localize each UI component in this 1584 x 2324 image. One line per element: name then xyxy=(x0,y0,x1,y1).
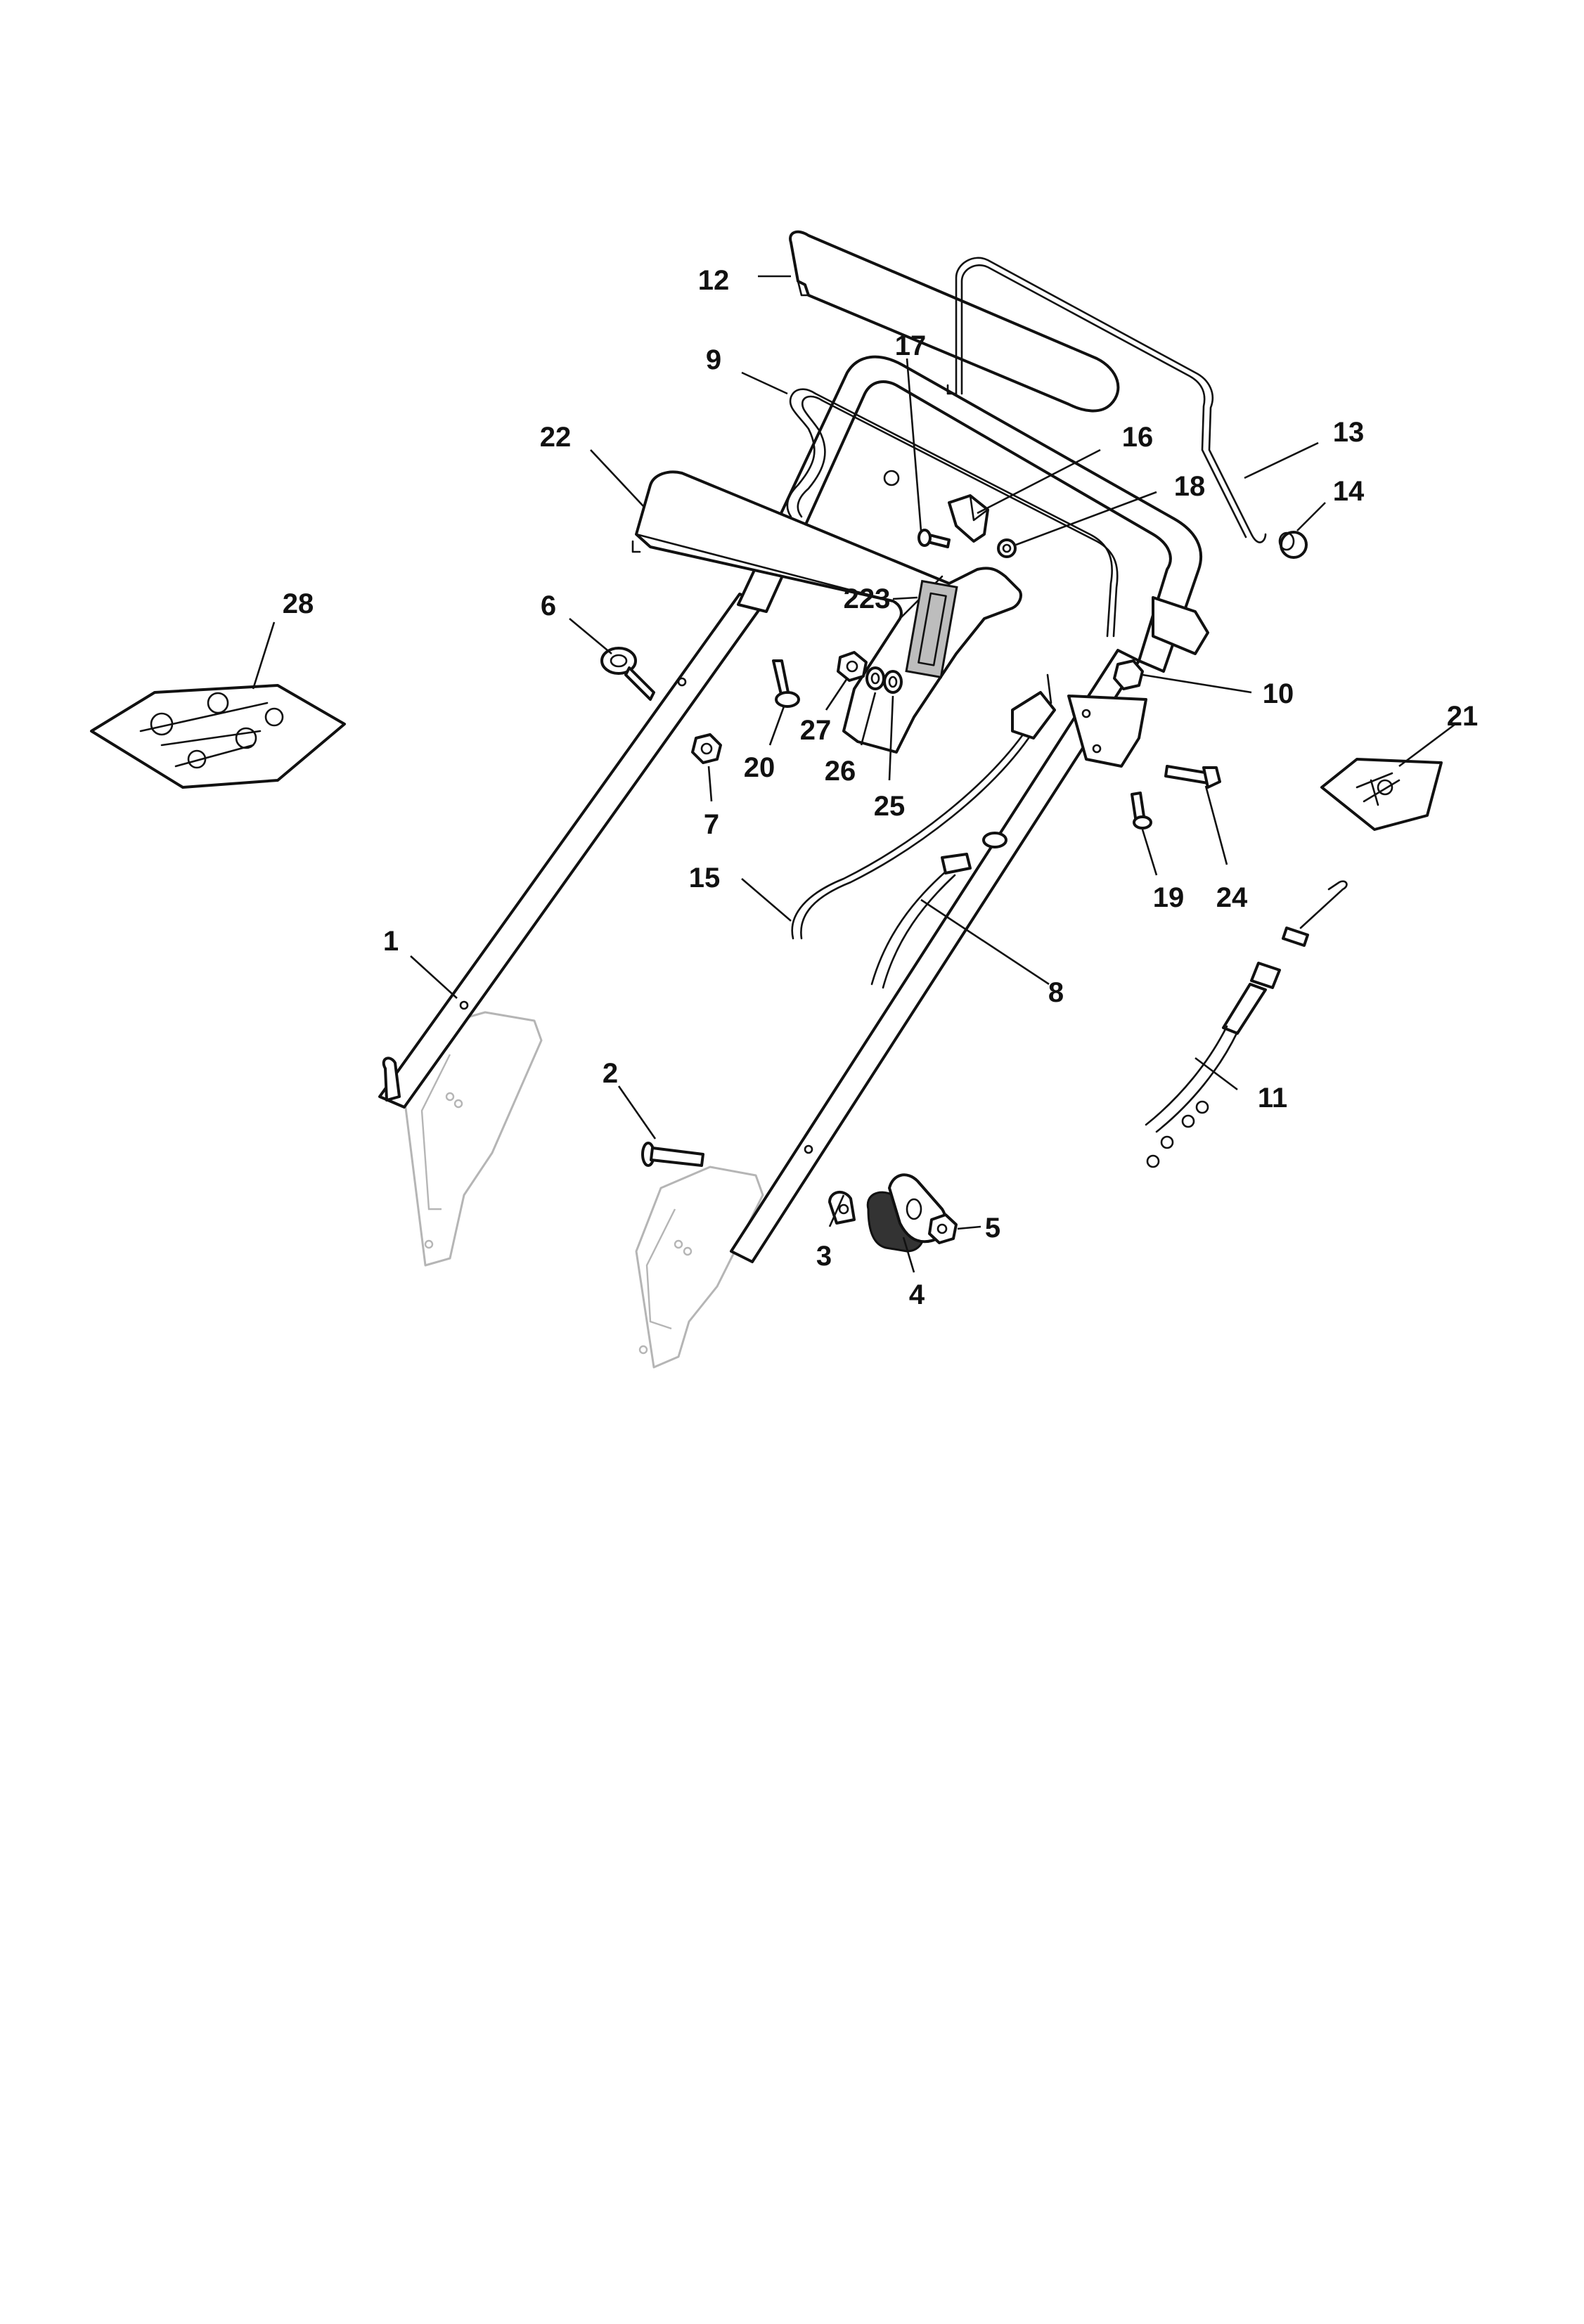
nut-27 xyxy=(837,651,868,682)
bolt-24 xyxy=(1164,765,1221,789)
eye-bolt xyxy=(600,647,655,701)
callout-28: 28 xyxy=(283,588,314,619)
callout-223: 223 xyxy=(844,583,891,614)
cable-mount-plate xyxy=(1067,695,1147,768)
lower-handle-right xyxy=(730,649,1140,1263)
callout-17: 17 xyxy=(895,330,927,361)
hardware-bag-28 xyxy=(90,684,346,789)
nut-7 xyxy=(691,733,722,764)
cap-10 xyxy=(1113,659,1144,690)
bolt-2 xyxy=(641,1142,704,1167)
washer-25 xyxy=(883,670,903,694)
callout-19: 19 xyxy=(1153,882,1185,913)
screw-19 xyxy=(1131,792,1152,829)
deck-bracket-right-ghost xyxy=(635,1166,764,1369)
bail-wire xyxy=(946,257,1267,543)
callout-16: 16 xyxy=(1122,422,1154,453)
nut-18 xyxy=(997,538,1017,558)
callout-15: 15 xyxy=(689,863,721,893)
top-grip-bar xyxy=(789,230,1120,413)
cable-8 xyxy=(870,832,1007,989)
washer-26 xyxy=(865,666,885,690)
clip-16 xyxy=(948,494,989,543)
callout-3: 3 xyxy=(816,1241,832,1272)
callout-22: 22 xyxy=(540,422,572,453)
throttle-cable-11 xyxy=(1145,880,1348,1168)
screw-20 xyxy=(772,659,800,708)
callout-25: 25 xyxy=(874,791,906,822)
callout-27: 27 xyxy=(800,715,832,746)
callout-5: 5 xyxy=(985,1213,1000,1244)
callout-labels: 1 2 3 4 5 6 7 8 9 10 11 12 13 14 15 16 1… xyxy=(283,265,1479,1310)
washer-3 xyxy=(828,1191,856,1225)
leader-lines xyxy=(252,275,1456,1273)
console-cover xyxy=(631,470,1022,754)
nut-5 xyxy=(928,1213,958,1244)
callout-10: 10 xyxy=(1263,678,1294,709)
cable-15 xyxy=(791,733,1030,940)
callout-9: 9 xyxy=(706,344,721,375)
cap-14 xyxy=(1278,531,1308,559)
callout-21: 21 xyxy=(1447,701,1479,732)
callout-18: 18 xyxy=(1174,471,1206,502)
callout-6: 6 xyxy=(541,590,556,621)
upper-handle xyxy=(737,355,1209,673)
wire-frame xyxy=(786,388,1119,638)
callout-8: 8 xyxy=(1048,977,1064,1008)
cable-clamp xyxy=(1011,673,1056,740)
callout-24: 24 xyxy=(1216,882,1248,913)
screw-17 xyxy=(917,529,951,548)
callout-20: 20 xyxy=(744,752,775,783)
knob-4 xyxy=(866,1173,947,1253)
callout-11: 11 xyxy=(1258,1083,1287,1113)
callout-4: 4 xyxy=(909,1279,925,1310)
callout-1: 1 xyxy=(383,926,399,957)
callout-12: 12 xyxy=(698,265,730,296)
callout-7: 7 xyxy=(704,809,719,840)
callout-26: 26 xyxy=(825,756,856,787)
lower-handle-left xyxy=(378,593,764,1109)
callout-13: 13 xyxy=(1333,417,1365,448)
hardware-bag-21 xyxy=(1320,758,1443,831)
callout-14: 14 xyxy=(1333,476,1365,507)
callout-2: 2 xyxy=(603,1058,618,1089)
